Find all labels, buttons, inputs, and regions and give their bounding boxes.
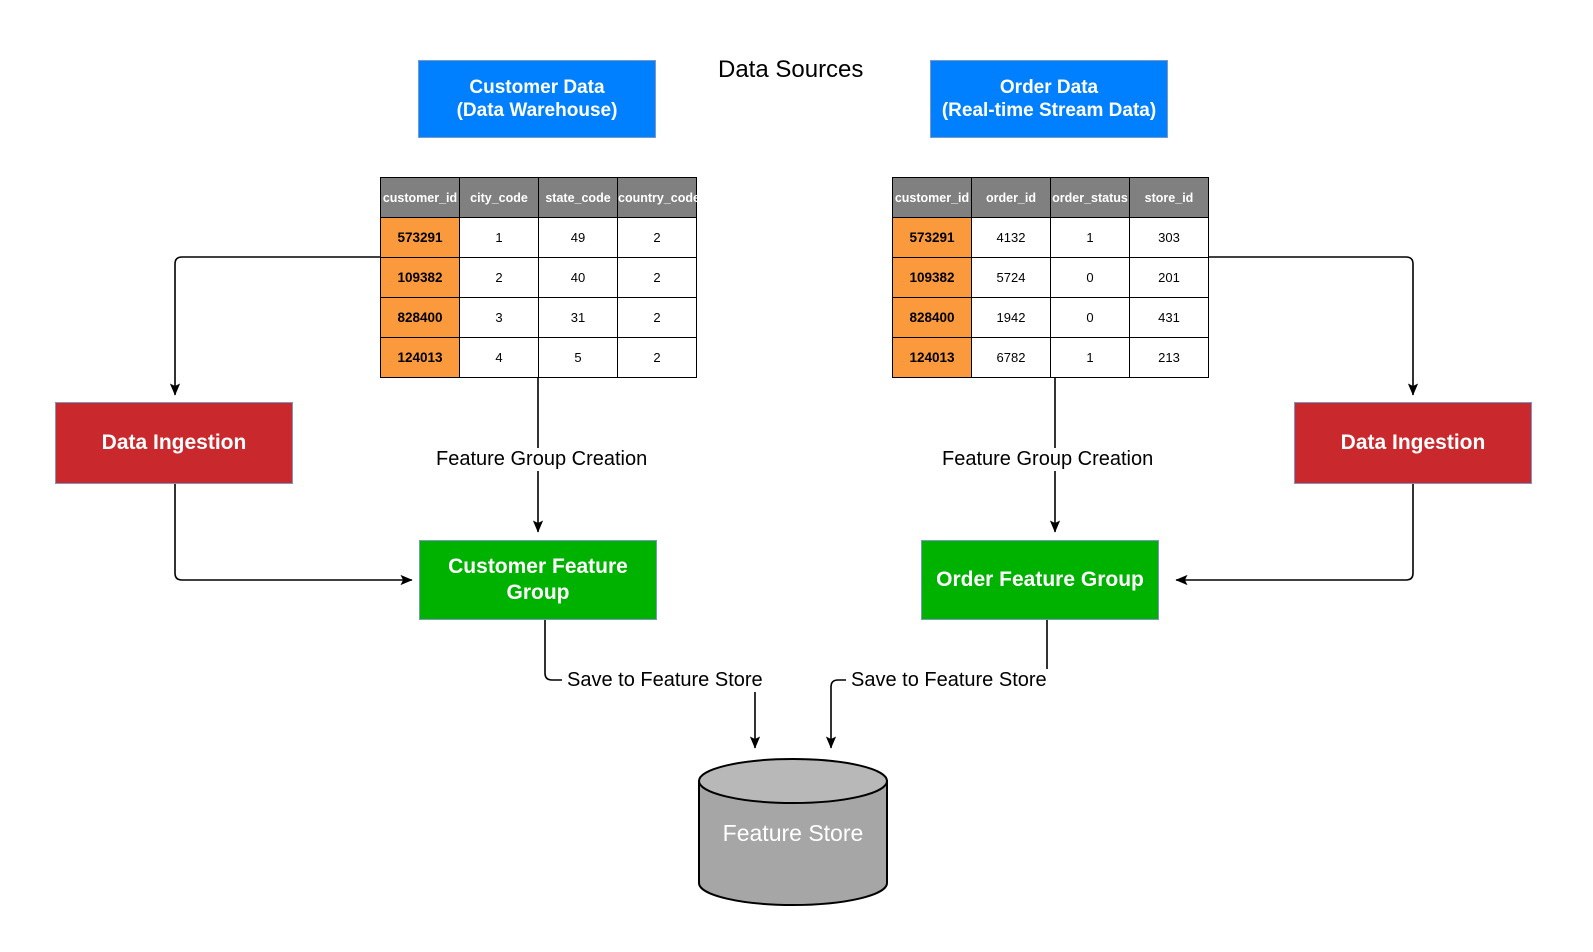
table-row: 109382 5724 0 201 <box>892 257 1209 298</box>
source-box-customer-data[interactable]: Customer Data (Data Warehouse) <box>418 60 656 138</box>
column-header: order_status <box>1050 177 1130 218</box>
table-row: 828400 1942 0 431 <box>892 297 1209 338</box>
cell: 2 <box>617 257 697 298</box>
cell-key: 124013 <box>380 337 460 378</box>
cell: 4132 <box>971 217 1051 258</box>
column-header: country_code <box>617 177 700 218</box>
diagram-title: Data Sources <box>718 56 864 83</box>
order-data-table: customer_id order_id order_status store_… <box>892 177 1209 378</box>
customer-data-table: customer_id city_code state_code country… <box>380 177 700 378</box>
edge-customer-table-to-left-ingestion <box>169 256 381 396</box>
data-ingestion-label-left: Data Ingestion <box>101 431 247 455</box>
data-ingestion-box-left[interactable]: Data Ingestion <box>55 402 293 484</box>
edge-order-table-to-right-ingestion <box>1208 256 1419 396</box>
cell-key: 573291 <box>892 217 972 258</box>
edge-label-save-to-feature-store-right: Save to Feature Store <box>846 669 1052 692</box>
cell: 1 <box>1050 337 1130 378</box>
cell: 31 <box>538 297 618 338</box>
edge-left-ingestion-to-customer-feature-group <box>174 484 413 586</box>
feature-store-cylinder[interactable]: Feature Store <box>698 758 888 906</box>
feature-store-label: Feature Store <box>722 820 864 846</box>
data-ingestion-label-right: Data Ingestion <box>1340 431 1486 455</box>
source-box-customer-data-line1: Customer Data <box>469 76 605 98</box>
table-row: 573291 1 49 2 <box>380 217 697 258</box>
cell: 49 <box>538 217 618 258</box>
column-header: customer_id <box>380 177 460 218</box>
cell-key: 109382 <box>380 257 460 298</box>
cell-key: 124013 <box>892 337 972 378</box>
edge-label-feature-group-creation-right: Feature Group Creation <box>937 448 1159 471</box>
table-header-row: customer_id city_code state_code country… <box>380 177 700 218</box>
cylinder-shape <box>698 758 888 906</box>
cell: 4 <box>459 337 539 378</box>
cell: 2 <box>617 297 697 338</box>
order-feature-group-label: Order Feature Group <box>936 568 1144 592</box>
cell: 0 <box>1050 257 1130 298</box>
source-box-order-data[interactable]: Order Data (Real-time Stream Data) <box>930 60 1168 138</box>
customer-feature-group-label: Customer Feature Group <box>448 555 628 604</box>
column-header: store_id <box>1129 177 1209 218</box>
cell: 5724 <box>971 257 1051 298</box>
cell-key: 573291 <box>380 217 460 258</box>
column-header: city_code <box>459 177 539 218</box>
source-box-order-data-line1: Order Data <box>999 76 1099 98</box>
table-row: 573291 4132 1 303 <box>892 217 1209 258</box>
cell: 40 <box>538 257 618 298</box>
table-header-row: customer_id order_id order_status store_… <box>892 177 1209 218</box>
cell: 6782 <box>971 337 1051 378</box>
source-box-order-data-line2: (Real-time Stream Data) <box>941 100 1157 121</box>
cell: 1 <box>1050 217 1130 258</box>
cell-key: 828400 <box>380 297 460 338</box>
cell: 213 <box>1129 337 1209 378</box>
column-header: order_id <box>971 177 1051 218</box>
table-row: 124013 6782 1 213 <box>892 337 1209 378</box>
cell: 5 <box>538 337 618 378</box>
cell: 2 <box>617 217 697 258</box>
source-box-customer-data-line2: (Data Warehouse) <box>456 100 618 121</box>
cell: 2 <box>617 337 697 378</box>
edge-right-ingestion-to-order-feature-group <box>1175 484 1414 586</box>
table-row: 124013 4 5 2 <box>380 337 697 378</box>
customer-feature-group-box[interactable]: Customer Feature Group <box>419 540 657 620</box>
cell-key: 828400 <box>892 297 972 338</box>
cell: 3 <box>459 297 539 338</box>
cell: 1 <box>459 217 539 258</box>
cell: 2 <box>459 257 539 298</box>
edge-label-feature-group-creation-left: Feature Group Creation <box>431 448 653 471</box>
cell: 201 <box>1129 257 1209 298</box>
table-row: 109382 2 40 2 <box>380 257 697 298</box>
column-header: state_code <box>538 177 618 218</box>
cell: 303 <box>1129 217 1209 258</box>
cell: 431 <box>1129 297 1209 338</box>
column-header: customer_id <box>892 177 972 218</box>
cell: 1942 <box>971 297 1051 338</box>
cell-key: 109382 <box>892 257 972 298</box>
order-feature-group-box[interactable]: Order Feature Group <box>921 540 1159 620</box>
edge-label-save-to-feature-store-left: Save to Feature Store <box>562 669 768 692</box>
data-ingestion-box-right[interactable]: Data Ingestion <box>1294 402 1532 484</box>
table-row: 828400 3 31 2 <box>380 297 697 338</box>
cell: 0 <box>1050 297 1130 338</box>
